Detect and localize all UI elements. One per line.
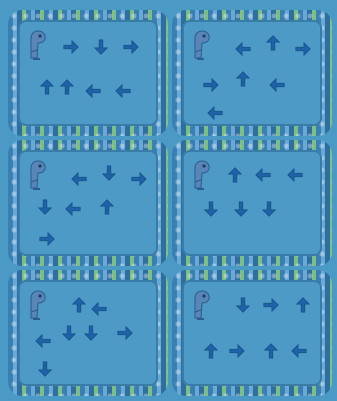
mouse-icon — [190, 28, 212, 62]
arrow-right-icon — [262, 296, 280, 314]
arrow-down-icon — [36, 360, 54, 378]
arrow-left-icon — [64, 200, 82, 218]
arrow-left-icon — [290, 342, 308, 360]
arrow-left-icon — [268, 76, 286, 94]
arrow-left-icon — [84, 82, 102, 100]
arrow-left-icon — [206, 104, 224, 122]
arrow-up-icon — [234, 70, 252, 88]
card-4[interactable] — [172, 140, 332, 266]
card-inner — [18, 20, 158, 126]
card-6[interactable] — [172, 270, 332, 396]
mouse-icon — [26, 28, 48, 62]
arrow-down-icon — [92, 38, 110, 56]
arrow-up-icon — [70, 296, 88, 314]
arrow-right-icon — [294, 40, 312, 58]
arrow-down-icon — [100, 164, 118, 182]
card-inner — [182, 20, 322, 126]
arrow-up-icon — [294, 296, 312, 314]
card-1[interactable] — [8, 10, 168, 136]
card-2[interactable] — [172, 10, 332, 136]
arrow-down-icon — [234, 296, 252, 314]
arrow-down-icon — [260, 200, 278, 218]
arrow-down-icon — [202, 200, 220, 218]
card-inner — [18, 150, 158, 256]
arrow-left-icon — [34, 332, 52, 350]
card-inner — [18, 280, 158, 386]
arrow-down-icon — [232, 200, 250, 218]
arrow-right-icon — [202, 76, 220, 94]
arrow-right-icon — [62, 38, 80, 56]
arrow-left-icon — [90, 300, 108, 318]
arrow-down-icon — [36, 198, 54, 216]
arrow-right-icon — [228, 342, 246, 360]
arrow-down-icon — [60, 324, 78, 342]
card-inner — [182, 280, 322, 386]
arrow-up-icon — [262, 342, 280, 360]
arrow-left-icon — [254, 166, 272, 184]
arrow-left-icon — [70, 170, 88, 188]
arrow-down-icon — [82, 324, 100, 342]
arrow-up-icon — [202, 342, 220, 360]
arrow-right-icon — [38, 230, 56, 248]
arrow-right-icon — [122, 38, 140, 56]
arrow-right-icon — [130, 170, 148, 188]
arrow-left-icon — [234, 40, 252, 58]
arrow-right-icon — [116, 324, 134, 342]
card-inner — [182, 150, 322, 256]
arrow-up-icon — [98, 198, 116, 216]
card-3[interactable] — [8, 140, 168, 266]
arrow-up-icon — [264, 34, 282, 52]
card-5[interactable] — [8, 270, 168, 396]
mouse-icon — [190, 158, 212, 192]
mouse-icon — [26, 288, 48, 322]
arrow-left-icon — [114, 82, 132, 100]
mouse-icon — [26, 158, 48, 192]
mouse-icon — [190, 288, 212, 322]
arrow-up-icon — [58, 78, 76, 96]
arrow-up-icon — [38, 78, 56, 96]
arrow-up-icon — [226, 166, 244, 184]
arrow-left-icon — [286, 166, 304, 184]
